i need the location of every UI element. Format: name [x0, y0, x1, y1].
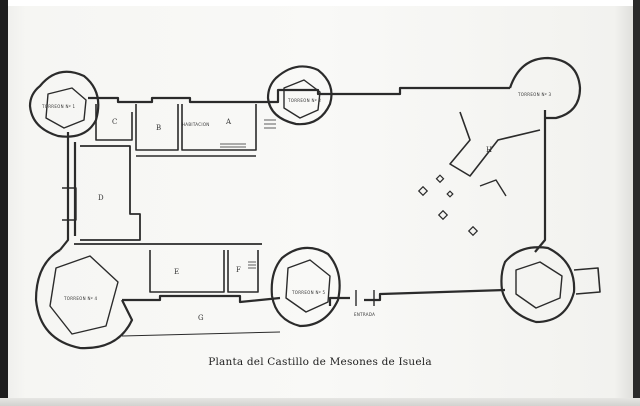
- room-f-walls: [227, 250, 259, 293]
- stair-hatch: [248, 261, 256, 269]
- entrance-label: ENTRADA: [354, 312, 376, 317]
- tower-6-spur: [573, 267, 601, 295]
- tower-1-inner: [45, 87, 87, 129]
- room-g-label: G: [198, 314, 204, 322]
- tower-2-label: TORREON Nº 2: [288, 98, 322, 103]
- tower-4-inner: [49, 255, 119, 335]
- pillar: [446, 190, 454, 198]
- stair-hatch: [220, 143, 246, 151]
- figure-caption: Planta del Castillo de Mesones de Isuela: [208, 356, 432, 368]
- tower-4-outline: [34, 249, 134, 350]
- page-top-margin: [0, 0, 640, 6]
- tower-5-label: TORREON Nº 5: [292, 290, 326, 295]
- room-habitacion-label: HABITACION: [182, 122, 210, 127]
- north-wall: [88, 86, 510, 104]
- pillar: [467, 225, 479, 237]
- pillar: [435, 174, 445, 184]
- west-wall: [59, 132, 70, 251]
- room-c-label: C: [112, 118, 118, 126]
- room-d-buttress: [62, 187, 77, 221]
- room-e-label: E: [174, 268, 180, 276]
- room-f-label: F: [236, 266, 241, 274]
- tower-1-label: TORREON Nº 1: [42, 104, 76, 109]
- room-h-label: H: [486, 146, 493, 154]
- page-right-shadow: [633, 0, 640, 406]
- entrance-gap: [355, 290, 375, 306]
- tower-1-outline: [28, 70, 100, 138]
- south-wall: [328, 288, 506, 306]
- room-b-label: B: [156, 124, 162, 132]
- room-c-walls: [95, 104, 133, 141]
- tower-3-outline: [508, 56, 582, 120]
- tower-3-label: TORREON Nº 3: [518, 92, 552, 97]
- room-e-walls: [149, 250, 225, 293]
- page-bottom-margin: [0, 398, 640, 406]
- hall-h-stub: [479, 179, 507, 197]
- tower-4-label: TORREON Nº 4: [64, 296, 98, 301]
- room-a-label: A: [226, 118, 232, 126]
- room-b-walls: [135, 104, 179, 151]
- south-wall-west: [122, 294, 281, 304]
- tower-6-inner: [515, 261, 563, 309]
- pillar: [417, 185, 429, 197]
- hall-h-wall: [449, 111, 541, 177]
- tower-2-inner: [283, 79, 321, 119]
- room-d-label: D: [98, 194, 104, 202]
- tower-5-inner: [285, 259, 331, 313]
- stair-hatch: [264, 119, 276, 129]
- tower-5-outline: [270, 246, 341, 328]
- tower-2-outline: [266, 65, 333, 126]
- tower-6-outline: [500, 246, 576, 324]
- room-a-walls: [181, 104, 257, 151]
- room-g-line: [121, 331, 281, 337]
- room-d-walls: [80, 145, 141, 241]
- page-left-shadow: [0, 0, 8, 406]
- pillar: [437, 209, 449, 221]
